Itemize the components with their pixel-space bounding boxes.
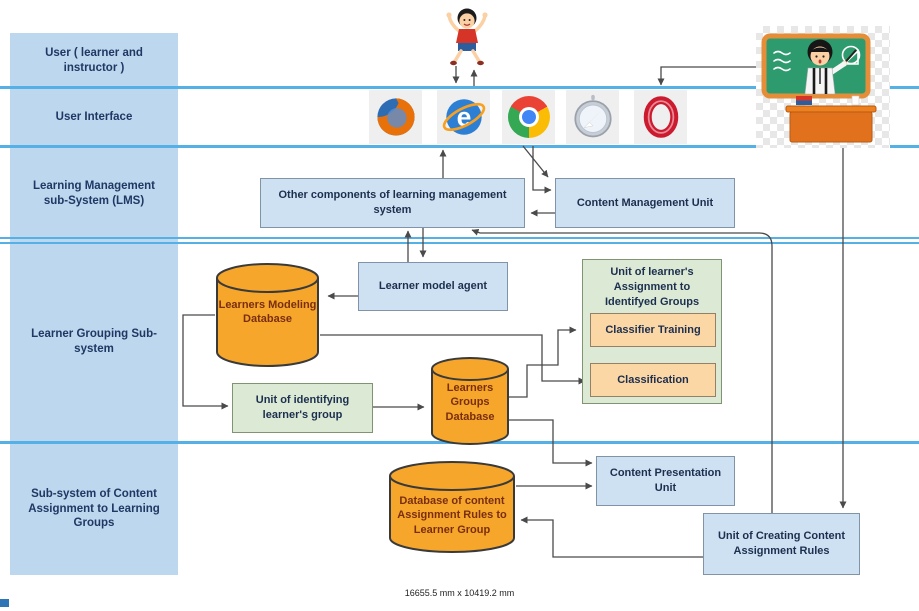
learners-modeling-database-label: Learners Modeling Database [218, 299, 317, 326]
lane-divider-1 [0, 86, 919, 89]
arrow-groups-db-to-presentation [507, 419, 593, 467]
lane-label-learner-grouping: Learner Grouping Sub-system [10, 240, 178, 443]
arrow-modeling-db-to-identifying-unit [182, 314, 229, 410]
arrow-creating-rules-to-rules-db [520, 516, 703, 558]
lane-label-user: User ( learner and instructor ) [10, 33, 178, 88]
learners-groups-database-cylinder: Learners Groups Database [430, 357, 510, 446]
lane-label-lms: Learning Management sub-System (LMS) [10, 147, 178, 240]
page-corner-marker [0, 599, 9, 607]
browser-tile-opera [634, 90, 687, 144]
opera-icon [643, 96, 678, 138]
classification-box: Classification [590, 363, 716, 397]
chrome-icon [507, 96, 550, 138]
rules-database-cylinder: Database of content Assignment Rules to … [388, 461, 516, 554]
other-components-box: Other components of learning management … [260, 178, 525, 228]
cylinder-shape-icon [389, 461, 515, 553]
safari-icon [573, 94, 612, 138]
learners-modeling-database-cylinder: Learners Modeling Database [215, 262, 320, 368]
lane-divider-2 [0, 145, 919, 148]
lane-divider-3b [0, 242, 919, 244]
teacher-at-blackboard-icon [761, 33, 877, 143]
unit-identifying-group-box: Unit of identifying learner's group [232, 383, 373, 433]
lane-divider-3a [0, 237, 919, 239]
learners-groups-database-label: Learners Groups Database [445, 382, 495, 423]
browser-tile-firefox [369, 90, 422, 144]
classifier-training-box: Classifier Training [590, 313, 716, 347]
learner-model-agent-box: Learner model agent [358, 262, 508, 311]
browser-tile-chrome [502, 90, 555, 144]
instructor-teacher-figure [756, 26, 890, 148]
arrow-browser-to-cmu-step [532, 146, 552, 194]
unit-creating-rules-box: Unit of Creating Content Assignment Rule… [703, 513, 860, 575]
dimensions-caption: 16655.5 mm x 10419.2 mm [404, 588, 515, 598]
rules-database-label: Database of content Assignment Rules to … [397, 495, 507, 536]
jumping-child-icon [446, 8, 488, 66]
cylinder-shape-icon [216, 263, 319, 367]
arrow-teacher-to-browser [657, 66, 788, 86]
browser-tile-safari [566, 90, 619, 144]
content-presentation-unit-box: Content Presentation Unit [596, 456, 735, 506]
internet-explorer-icon: e [442, 99, 485, 135]
browser-tile-internet-explorer: e [437, 90, 490, 144]
arrow-modeling-db-to-classification [320, 334, 586, 385]
learner-child-figure [438, 6, 496, 68]
lane-label-user-interface: User Interface [10, 88, 178, 147]
content-management-unit-box: Content Management Unit [555, 178, 735, 228]
lane-label-content-assignment: Sub-system of Content Assignment to Lear… [10, 443, 178, 575]
cylinder-shape-icon [431, 357, 509, 445]
arrow-creating-rules-to-other-components [471, 229, 773, 513]
firefox-icon [376, 98, 415, 136]
arrow-browser-to-cmu-diagonal [522, 145, 549, 178]
arrow-groups-db-to-classifier-training [508, 326, 577, 398]
chrome-icon-hub [521, 110, 536, 124]
